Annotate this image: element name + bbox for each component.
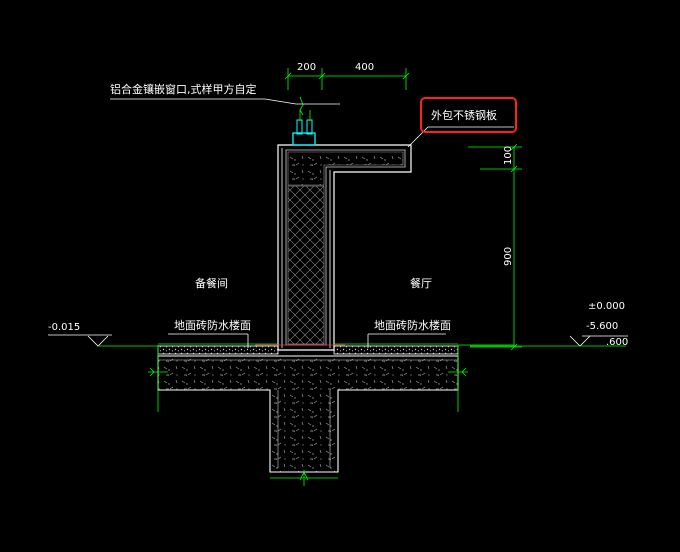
floor-label-right: 地面砖防水楼面 [374, 319, 451, 332]
dimension-400: 400 [355, 62, 375, 73]
floor-finish-left [157, 333, 279, 355]
cladding-note-highlight [420, 97, 517, 133]
window-frame [292, 96, 316, 146]
elevation-marker-left [48, 334, 158, 347]
elevation-left-value: -0.015 [48, 322, 81, 333]
right-dimension-line [468, 143, 522, 351]
cladding-note-label: 外包不锈钢板 [431, 109, 497, 122]
dimension-900: 900 [503, 246, 514, 266]
elevation-right-low: .600 [606, 337, 629, 348]
floor-label-left: 地面砖防水楼面 [174, 319, 251, 332]
window-note-leader [110, 98, 340, 105]
top-dimension-line [284, 68, 410, 90]
slab-dimension-lines [148, 345, 468, 486]
elevation-right-zero: ±0.000 [588, 301, 626, 312]
room-label-pantry: 备餐间 [195, 277, 228, 290]
floor-slab-and-beam [157, 355, 459, 473]
room-label-dining: 餐厅 [410, 277, 432, 290]
parapet-wall [277, 144, 412, 351]
elevation-right-mid: -5.600 [586, 321, 619, 332]
window-note-label: 铝合金镶嵌窗口,式样甲方自定 [110, 83, 257, 96]
elevation-marker-right [470, 335, 628, 347]
dimension-200: 200 [297, 62, 317, 73]
dimension-100: 100 [503, 145, 514, 165]
floor-finish-right [333, 333, 459, 355]
